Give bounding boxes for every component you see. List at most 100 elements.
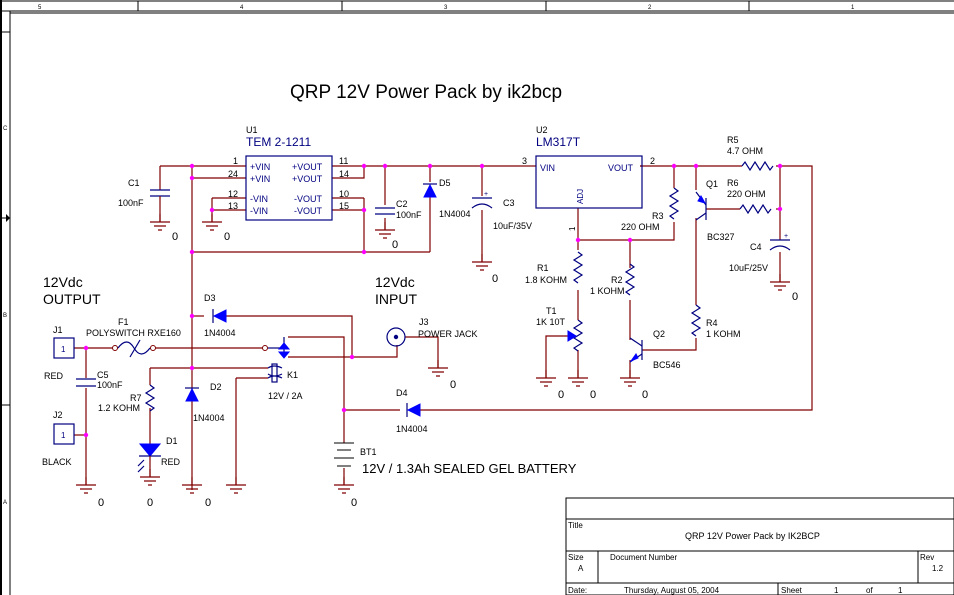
d2-diode: D2 1N4004: [185, 382, 225, 423]
ground-icon: [140, 469, 160, 486]
c5-capacitor: C5 100nF: [76, 370, 123, 390]
c3-capacitor: + C3 10uF/35V: [471, 191, 532, 231]
schematic-title: QRP 12V Power Pack by ik2bcp: [290, 82, 562, 103]
svg-text:R4: R4: [706, 318, 718, 328]
svg-text:D1: D1: [166, 436, 178, 446]
d3-diode: D3 1N4004: [204, 293, 236, 338]
ground-icon: [182, 477, 202, 494]
svg-text:J2: J2: [53, 410, 63, 420]
svg-text:POLYSWITCH RXE160: POLYSWITCH RXE160: [86, 328, 181, 338]
svg-text:POWER JACK: POWER JACK: [418, 329, 478, 339]
svg-text:1: 1: [898, 586, 903, 595]
svg-text:-VIN: -VIN: [250, 194, 268, 204]
ground-icon: [536, 370, 556, 387]
svg-text:12V / 2A: 12V / 2A: [268, 391, 303, 401]
svg-text:C1: C1: [128, 178, 140, 188]
c2-capacitor: C2 100nF: [375, 199, 422, 220]
junctions: [83, 163, 783, 438]
ground-net-label: 0: [147, 497, 153, 509]
svg-text:TEM 2-1211: TEM 2-1211: [246, 135, 311, 149]
svg-text:F1: F1: [118, 317, 129, 327]
k1-relay-contact: [262, 337, 291, 359]
svg-text:12: 12: [228, 189, 238, 199]
svg-text:1.8 KOHM: 1.8 KOHM: [525, 275, 567, 285]
u1-dcdc-converter: U1 TEM 2-1211 1 24 12 13 11 14 10 15 +VI…: [228, 125, 349, 221]
svg-text:R1: R1: [537, 263, 549, 273]
c4-capacitor: + C4 10uF/25V: [729, 233, 791, 273]
row-label: C: [3, 126, 8, 132]
svg-text:-VIN: -VIN: [250, 206, 268, 216]
svg-text:1N4004: 1N4004: [204, 328, 236, 338]
ground-net-label: 0: [205, 497, 211, 509]
svg-text:+VIN: +VIN: [250, 174, 270, 184]
svg-text:+VIN: +VIN: [250, 162, 270, 172]
ground-net-label: 0: [224, 231, 230, 243]
svg-text:OUTPUT: OUTPUT: [43, 291, 101, 307]
svg-text:+VOUT: +VOUT: [292, 174, 323, 184]
k1-relay-coil: K1 12V / 2A: [267, 363, 303, 401]
d4-diode: D4 1N4004: [396, 388, 428, 434]
svg-text:of: of: [866, 586, 873, 595]
svg-text:13: 13: [228, 201, 238, 211]
svg-text:4.7 OHM: 4.7 OHM: [727, 146, 763, 156]
q2-npn-transistor: Q2 BC546: [629, 329, 681, 370]
title-label: Title: [568, 521, 583, 530]
svg-text:+: +: [784, 233, 788, 240]
svg-text:1: 1: [834, 586, 839, 595]
svg-text:1 KOHM: 1 KOHM: [590, 286, 625, 296]
j1-connector: 1 J1 RED: [44, 325, 75, 381]
svg-text:Document Number: Document Number: [610, 553, 677, 562]
svg-text:1: 1: [61, 345, 66, 354]
svg-text:12Vdc: 12Vdc: [43, 274, 83, 290]
ground-net-label: 0: [98, 497, 104, 509]
svg-text:2: 2: [650, 156, 655, 166]
svg-text:Thursday, August 05, 2004: Thursday, August 05, 2004: [624, 586, 720, 595]
svg-text:RED: RED: [161, 457, 181, 467]
svg-text:100nF: 100nF: [118, 198, 144, 208]
ground-net-label: 0: [351, 497, 357, 509]
ground-net-label: 0: [642, 389, 648, 401]
svg-text:12Vdc: 12Vdc: [375, 274, 415, 290]
svg-text:1N4004: 1N4004: [396, 424, 428, 434]
ground-net-label: 0: [590, 389, 596, 401]
d1-led: D1 RED: [137, 436, 181, 477]
svg-text:D3: D3: [204, 293, 216, 303]
ground-icon: [334, 477, 354, 494]
svg-text:U2: U2: [536, 125, 548, 135]
svg-text:10uF/25V: 10uF/25V: [729, 263, 768, 273]
svg-text:BLACK: BLACK: [42, 457, 72, 467]
c1-capacitor: C1 100nF: [118, 178, 170, 208]
svg-text:R3: R3: [652, 211, 664, 221]
svg-text:1K 10T: 1K 10T: [536, 317, 566, 327]
svg-text:-VOUT: -VOUT: [294, 206, 323, 216]
svg-text:11: 11: [339, 156, 348, 166]
title-block: Title QRP 12V Power Pack by IK2BCP Size …: [565, 497, 954, 595]
svg-text:VIN: VIN: [540, 163, 555, 173]
j2-connector: 1 J2 BLACK: [42, 410, 75, 467]
svg-text:Q2: Q2: [653, 329, 665, 339]
svg-text:Q1: Q1: [706, 179, 718, 189]
svg-text:1.2 KOHM: 1.2 KOHM: [98, 403, 140, 413]
svg-text:1N4004: 1N4004: [193, 413, 225, 423]
svg-text:VOUT: VOUT: [608, 163, 634, 173]
svg-text:15: 15: [339, 201, 349, 211]
svg-text:A: A: [578, 564, 584, 573]
column-label: 2: [648, 5, 652, 11]
svg-text:R2: R2: [611, 275, 623, 285]
ground-net-label: 0: [172, 231, 178, 243]
f1-polyswitch-fuse: F1 POLYSWITCH RXE160: [86, 317, 181, 358]
ground-icon: [620, 370, 640, 387]
svg-text:BC327: BC327: [707, 232, 735, 242]
svg-text:24: 24: [228, 169, 238, 179]
ground-net-label: 0: [792, 291, 798, 303]
row-label: A: [3, 500, 7, 506]
svg-text:RED: RED: [44, 371, 64, 381]
svg-text:D2: D2: [210, 382, 222, 392]
svg-text:U1: U1: [246, 125, 258, 135]
svg-text:BC546: BC546: [653, 360, 681, 370]
svg-text:1: 1: [233, 156, 238, 166]
svg-text:+VOUT: +VOUT: [292, 162, 323, 172]
svg-text:220 OHM: 220 OHM: [621, 222, 660, 232]
